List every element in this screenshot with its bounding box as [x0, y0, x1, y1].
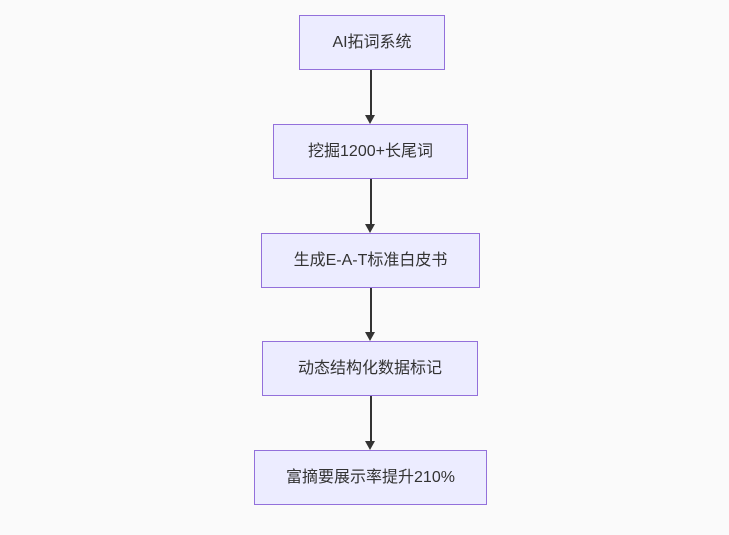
- node-label: 挖掘1200+长尾词: [308, 142, 433, 160]
- edge-line: [369, 396, 372, 442]
- node-label: 富摘要展示率提升210%: [286, 468, 455, 486]
- flow-node-ai-word-system: AI拓词系统: [299, 15, 445, 70]
- arrowhead-down-icon: [365, 332, 375, 341]
- flow-node-eat-whitepaper: 生成E-A-T标准白皮书: [261, 233, 480, 288]
- arrowhead-down-icon: [365, 224, 375, 233]
- flow-node-structured-data-markup: 动态结构化数据标记: [262, 341, 478, 396]
- flow-node-rich-snippet-result: 富摘要展示率提升210%: [254, 450, 487, 505]
- flow-edge-4: [365, 396, 376, 450]
- edge-line: [369, 70, 372, 116]
- arrowhead-down-icon: [365, 441, 375, 450]
- edge-line: [369, 288, 372, 333]
- flow-edge-1: [365, 70, 376, 124]
- arrowhead-down-icon: [365, 115, 375, 124]
- node-label: 动态结构化数据标记: [297, 359, 442, 377]
- flow-edge-2: [365, 179, 376, 233]
- flow-node-longtail-mining: 挖掘1200+长尾词: [273, 124, 468, 179]
- node-label: 生成E-A-T标准白皮书: [293, 251, 448, 269]
- edge-line: [369, 179, 372, 225]
- flow-edge-3: [365, 288, 376, 341]
- node-label: AI拓词系统: [332, 33, 412, 51]
